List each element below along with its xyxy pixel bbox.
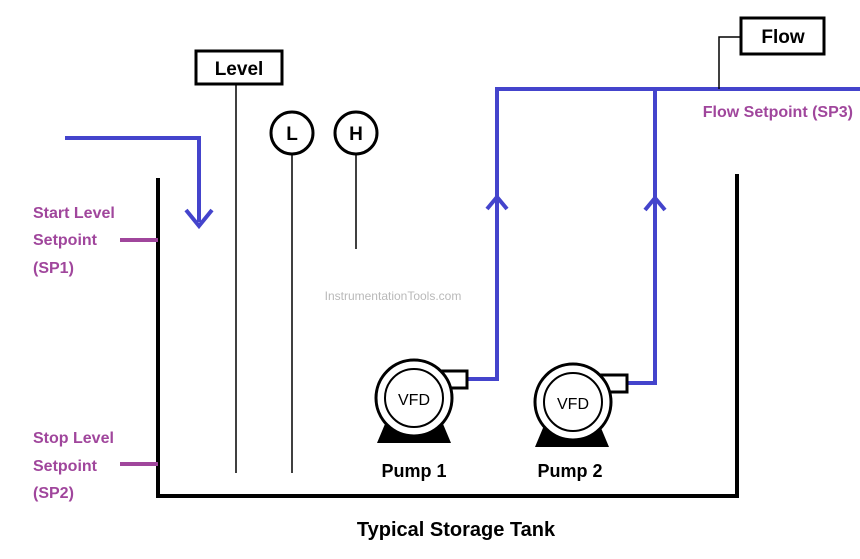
pump-1-label: Pump 1 (381, 461, 446, 481)
low-switch-label: L (286, 124, 298, 145)
flow-instrument-leader (718, 36, 741, 89)
diagram-title: Typical Storage Tank (357, 519, 556, 541)
up-arrow-icon-2 (643, 194, 667, 212)
high-switch-label: H (349, 124, 363, 145)
pump1-discharge-pipe (467, 87, 860, 381)
pump-2-label: Pump 2 (537, 461, 602, 481)
pump-2: VFD (533, 362, 629, 447)
flow-instrument-box (739, 16, 826, 56)
sp1-label-line1: Start Level (33, 205, 115, 222)
tank-outline (156, 174, 739, 498)
level-instrument-label: Level (215, 59, 264, 80)
pump-2-impeller-icon (543, 372, 603, 432)
inlet-arrow-icon (184, 208, 214, 230)
pump-1-drive-label: VFD (398, 392, 430, 409)
watermark: InstrumentationTools.com (325, 289, 462, 303)
up-arrow-icon-1 (485, 193, 509, 211)
sp2-label-line2: Setpoint (33, 458, 98, 475)
pump2-discharge-pipe (627, 89, 657, 385)
pump-1: VFD (374, 358, 469, 443)
sp1-label-line2: Setpoint (33, 232, 98, 249)
pump-2-drive-label: VFD (557, 396, 589, 413)
sp2-label-line3: (SP2) (33, 485, 74, 502)
sp1-label-line3: (SP1) (33, 260, 74, 277)
sp3-label: Flow Setpoint (SP3) (703, 104, 853, 121)
pump-1-impeller-icon (384, 368, 444, 428)
flow-instrument-label: Flow (761, 27, 804, 48)
sp2-label-line1: Stop Level (33, 430, 114, 447)
inlet-pipe (65, 136, 201, 222)
level-instrument-box (194, 49, 284, 86)
